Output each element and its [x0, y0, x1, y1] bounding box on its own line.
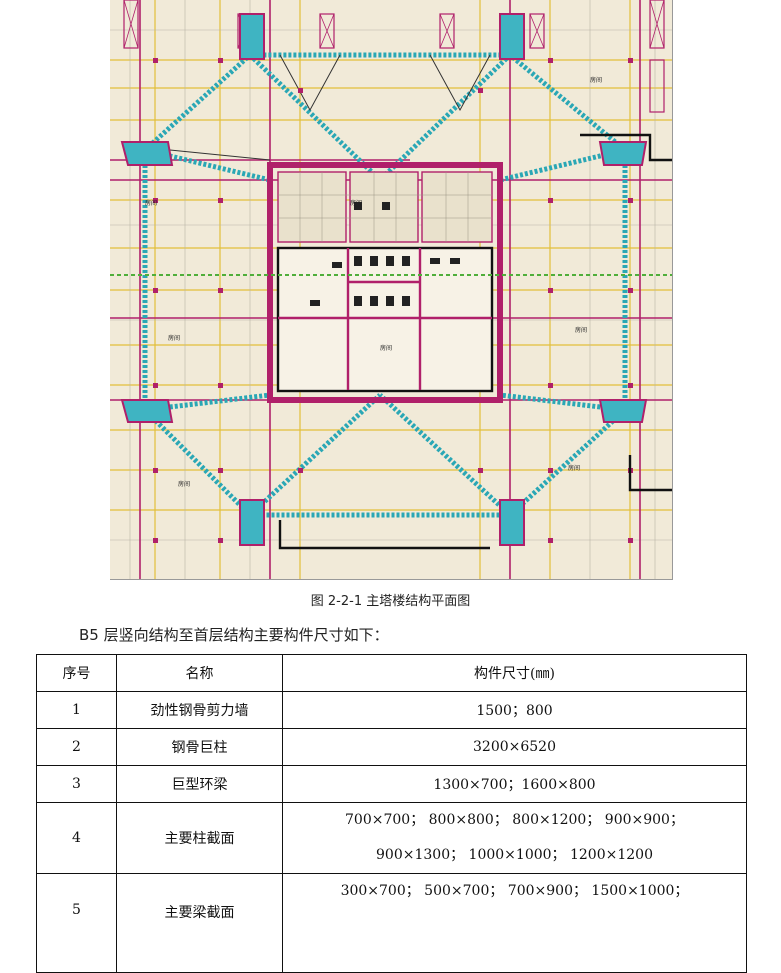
- plan-svg: 房间 房间 房间 房间 房间 房间 房间 房间: [110, 0, 672, 579]
- row-size: 1300×700；1600×800: [282, 765, 747, 803]
- row-size: 1500；800: [282, 691, 747, 729]
- room-mark: 房间: [145, 199, 157, 207]
- row-number: 1: [36, 691, 117, 729]
- room-mark: 房间: [350, 199, 362, 207]
- row-number: 2: [36, 728, 117, 766]
- header-cell: 序号: [36, 654, 117, 692]
- table-row: 4 主要柱截面 700×700； 800×800； 800×1200； 900×…: [36, 802, 747, 874]
- row-name: 巨型环梁: [116, 765, 283, 803]
- structural-plan-drawing: 房间 房间 房间 房间 房间 房间 房间 房间: [110, 0, 673, 580]
- table-row: 5 主要梁截面 300×700； 500×700； 700×900； 1500×…: [36, 873, 747, 973]
- row-name: 主要梁截面: [116, 873, 283, 973]
- row-size-line: 900×1300； 1000×1000； 1200×1200: [376, 847, 653, 863]
- room-mark: 房间: [380, 344, 392, 352]
- room-mark: 房间: [168, 334, 180, 342]
- header-cell: 名称: [116, 654, 283, 692]
- intro-text: B5 层竖向结构至首层结构主要构件尺寸如下：: [79, 626, 389, 644]
- header-cell: 构件尺寸(㎜): [282, 654, 747, 692]
- room-mark: 房间: [575, 326, 587, 334]
- row-name: 钢骨巨柱: [116, 728, 283, 766]
- row-size: 300×700； 500×700； 700×900； 1500×1000；: [282, 873, 747, 973]
- room-mark: 房间: [178, 480, 190, 488]
- row-number: 4: [36, 802, 117, 874]
- row-name: 主要柱截面: [116, 802, 283, 874]
- table-header-row: 序号 名称 构件尺寸(㎜): [36, 654, 747, 692]
- member-size-table: 序号 名称 构件尺寸(㎜) 1 劲性钢骨剪力墙 1500；800 2 钢骨巨柱 …: [36, 654, 747, 973]
- room-mark: 房间: [568, 464, 580, 472]
- table-row: 1 劲性钢骨剪力墙 1500；800: [36, 691, 747, 729]
- room-mark: 房间: [590, 76, 602, 84]
- row-size-line: 300×700； 500×700； 700×900； 1500×1000；: [340, 883, 689, 899]
- row-size-line: 700×700； 800×800； 800×1200； 900×900；: [345, 812, 684, 828]
- row-number: 5: [36, 873, 117, 973]
- table-row: 2 钢骨巨柱 3200×6520: [36, 728, 747, 766]
- row-name: 劲性钢骨剪力墙: [116, 691, 283, 729]
- row-number: 3: [36, 765, 117, 803]
- table-row: 3 巨型环梁 1300×700；1600×800: [36, 765, 747, 803]
- row-size: 3200×6520: [282, 728, 747, 766]
- row-size: 700×700； 800×800； 800×1200； 900×900； 900…: [282, 802, 747, 874]
- figure-caption: 图 2-2-1 主塔楼结构平面图: [310, 594, 471, 609]
